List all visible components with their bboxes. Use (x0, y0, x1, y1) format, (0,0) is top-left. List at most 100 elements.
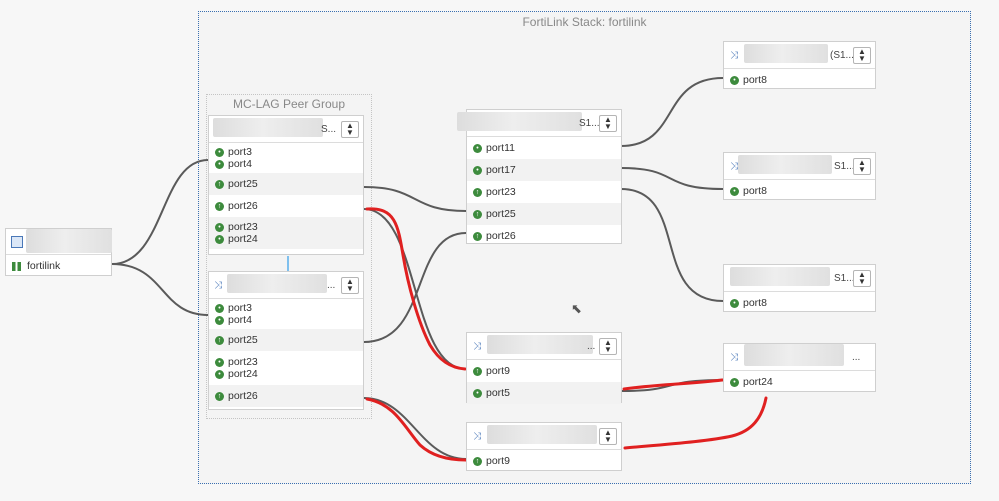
switch-a-dropdown[interactable]: ▲▼ (599, 338, 617, 355)
access-switch-a[interactable]: ⤨ ... ▲▼ port9 port5 (466, 332, 622, 404)
port-row[interactable]: port11 (467, 137, 621, 159)
port-split-icon (215, 315, 224, 325)
port-label: port26 (228, 390, 258, 402)
port-row[interactable]: port25 (467, 203, 621, 225)
port-row[interactable]: port8 (724, 69, 875, 91)
annotation-red-1 (365, 207, 467, 371)
annotation-red-2 (365, 397, 468, 462)
port-row[interactable]: port5 (467, 382, 621, 404)
port-split-icon (473, 143, 482, 153)
edge3-dropdown[interactable]: ▲▼ (853, 270, 871, 287)
port-label: port24 (228, 233, 258, 245)
mclag-peer-group: MC-LAG Peer Group (206, 94, 372, 419)
port-split-icon (215, 147, 224, 157)
core-suffix: S1... (579, 118, 600, 129)
switch-b-name-redacted (487, 425, 597, 444)
port-split-icon (473, 388, 482, 398)
port-label: port9 (486, 455, 510, 467)
port-row[interactable]: port3 port4 (209, 143, 363, 173)
port-row[interactable]: port8 (724, 180, 875, 202)
peer2-dropdown[interactable]: ▲▼ (341, 277, 359, 294)
port-row[interactable]: port26 (209, 195, 363, 217)
port-up-icon (215, 179, 224, 189)
port-up-icon (215, 201, 224, 211)
port-up-icon (473, 187, 482, 197)
edge-switch-1[interactable]: ⤨ (S1... ▲▼ port8 (723, 41, 876, 89)
port-up-icon (215, 335, 224, 345)
link-core-port23-edge3 (620, 188, 724, 302)
mclag-peer-switch-1[interactable]: S... ▲▼ port3 port4 port25 port26 port23… (208, 115, 364, 255)
port-split-icon (215, 303, 224, 313)
link-core-port17-edge2 (620, 167, 724, 190)
peer1-dropdown[interactable]: ▲▼ (341, 121, 359, 138)
port-split-icon (215, 369, 224, 379)
switch-b-dropdown[interactable]: ▲▼ (599, 428, 617, 445)
switch-a-suffix: ... (587, 341, 596, 352)
annotation-red-3 (622, 378, 740, 391)
link-peer2-port25-core-port26 (363, 232, 467, 343)
link-fortilink-peer1 (111, 159, 209, 265)
edge1-dropdown[interactable]: ▲▼ (853, 47, 871, 64)
port-split-icon (730, 186, 739, 196)
edge-switch-4[interactable]: ⤨ ... port24 (723, 343, 876, 392)
port-row[interactable]: port23 port24 (209, 217, 363, 249)
port-row[interactable]: port8 (724, 292, 875, 314)
edge-switch-2[interactable]: ⤨ S1... ▲▼ port8 (723, 152, 876, 200)
access-switch-b[interactable]: ⤨ ▲▼ port9 (466, 422, 622, 471)
port-row[interactable]: port9 (467, 360, 621, 382)
core-name-redacted (457, 112, 582, 131)
port-label: port4 (228, 158, 252, 170)
port-up-icon (473, 231, 482, 241)
port-row[interactable]: port23 port24 (209, 351, 363, 385)
port-row[interactable]: port26 (209, 385, 363, 407)
core-switch[interactable]: S1... ▲▼ port11 port17 port23 port25 por… (457, 109, 622, 247)
port-up-icon (473, 456, 482, 466)
port-split-icon (730, 377, 739, 387)
edge2-suffix: S1... (834, 161, 855, 172)
mclag-title: MC-LAG Peer Group (232, 97, 346, 111)
port-label: port8 (743, 185, 767, 197)
shuffle-icon: ⤨ (473, 431, 481, 442)
port-label: port25 (486, 208, 516, 220)
peer2-suffix: ... (327, 280, 336, 291)
port-label: port5 (486, 387, 510, 399)
edge-switch-3[interactable]: S1... ▲▼ port8 (723, 264, 876, 312)
port-label: port8 (743, 297, 767, 309)
port-split-icon (215, 159, 224, 169)
peer2-name-redacted (227, 274, 327, 293)
mclag-peer-switch-2[interactable]: ⤨ ... ▲▼ port3 port4 port25 port23 port2… (208, 271, 364, 410)
link-fortilink-peer2 (111, 263, 209, 316)
port-label: port8 (743, 74, 767, 86)
port-row[interactable]: port3 port4 (209, 299, 363, 329)
port-label: port23 (228, 356, 258, 368)
edge3-name-redacted (730, 267, 830, 286)
port-row[interactable]: port25 (209, 173, 363, 195)
port-row[interactable]: port26 (467, 225, 621, 247)
port-label: port9 (486, 365, 510, 377)
shuffle-icon: ⤨ (473, 341, 481, 352)
fortigate-name-redacted (26, 229, 112, 253)
port-row[interactable]: port23 (467, 181, 621, 203)
port-split-icon (215, 234, 224, 244)
port-label: port24 (228, 368, 258, 380)
mclag-peer-link (287, 256, 289, 271)
peer1-suffix: S... (321, 124, 337, 135)
link-peer1-port25-core-port25 (363, 186, 467, 212)
port-row[interactable]: port17 (467, 159, 621, 181)
shuffle-icon: ⤨ (730, 50, 738, 61)
port-row[interactable]: port25 (209, 329, 363, 351)
port-row[interactable]: port9 (467, 450, 621, 472)
edge2-dropdown[interactable]: ▲▼ (853, 158, 871, 175)
port-row[interactable]: port24 (724, 371, 875, 393)
edge4-suffix: ... (852, 352, 861, 363)
fortigate-icon (11, 236, 23, 248)
fortigate-node[interactable]: fortilink (5, 228, 112, 276)
link-core-port11-edge1 (620, 77, 724, 147)
core-dropdown[interactable]: ▲▼ (599, 115, 617, 132)
mouse-cursor-icon: ⬉ (571, 301, 582, 316)
port-split-icon (215, 222, 224, 232)
port-up-icon (473, 209, 482, 219)
port-split-icon (215, 357, 224, 367)
edge1-suffix: (S1... (830, 50, 854, 61)
fortilink-interface-row[interactable]: fortilink (6, 255, 111, 277)
